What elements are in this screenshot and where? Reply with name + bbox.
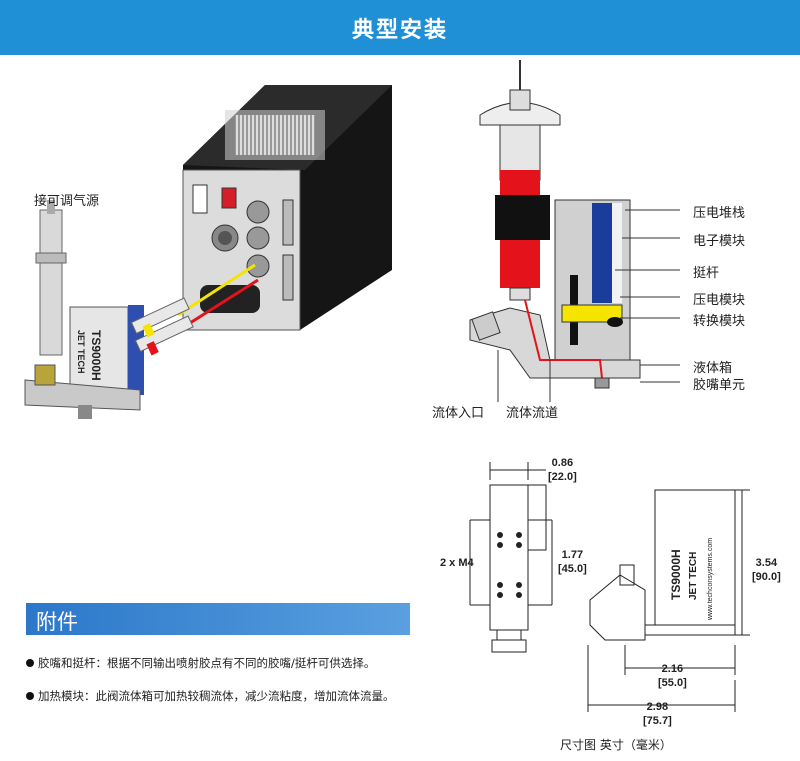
header-banner: 典型安装 [0, 0, 800, 55]
accessories-bar: 附件 [26, 603, 410, 635]
callout-fluid-channel: 流体流道 [506, 406, 559, 421]
dimension-drawing: TS9000H JET TECH www.techconsystems.com [469, 462, 750, 712]
dim-top-width: 0.86[22.0] [548, 457, 577, 483]
dim-height: 3.54[90.0] [752, 557, 781, 583]
air-source-label: 接可调气源 [34, 194, 100, 209]
svg-text:TS9000H: TS9000H [89, 330, 103, 381]
dim-inner-width: 2.16[55.0] [658, 663, 687, 689]
callout-fluid-inlet: 流体入口 [432, 406, 485, 421]
callout-tappet: 挺杆 [693, 266, 720, 281]
accessory-item-nozzle: 胶嘴和挺杆：根据不同输出喷射胶点有不同的胶嘴/挺杆可供选择。 [26, 655, 375, 671]
callout-piezo-module: 压电模块 [693, 293, 746, 308]
callout-conversion-module: 转换模块 [693, 314, 746, 329]
callout-piezo-stack: 压电堆栈 [693, 206, 746, 221]
product-model-text: TS9000H [669, 549, 683, 600]
callout-nozzle-unit: 胶嘴单元 [693, 378, 746, 393]
bullet-icon [26, 692, 34, 700]
page-title: 典型安装 [351, 18, 448, 43]
dim-total-width: 2.98[75.7] [643, 701, 672, 727]
cross-section-diagram [469, 60, 680, 402]
callout-fluid-box: 液体箱 [693, 361, 733, 376]
product-url-text: www.techconsystems.com [707, 538, 714, 621]
installation-illustration: TS9000H JET TECH [24, 85, 392, 419]
callout-electronic-module: 电子模块 [693, 234, 746, 249]
dim-hole-spacing: 1.77[45.0] [558, 549, 587, 575]
accessories-title: 附件 [36, 610, 78, 634]
svg-text:JET TECH: JET TECH [76, 330, 86, 374]
product-brand-text: JET TECH [688, 552, 699, 600]
accessory-item-heater: 加热模块：此阀流体箱可加热较稠流体，减少流粘度，增加流体流量。 [26, 688, 395, 704]
bullet-icon [26, 659, 34, 667]
dim-holes: 2 x M4 [440, 557, 474, 569]
dimension-caption: 尺寸图 英寸（毫米） [560, 738, 672, 752]
